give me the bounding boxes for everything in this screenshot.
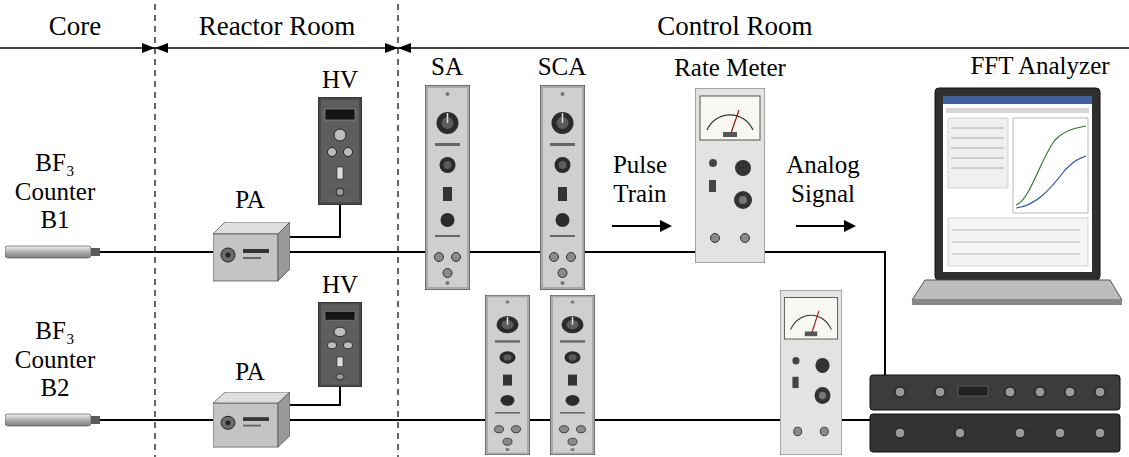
screen-toolbar	[946, 108, 1089, 113]
device-label: SCA	[538, 53, 587, 82]
detector-tube: BF₃ Counter B1	[5, 245, 100, 259]
screen-row	[952, 254, 1080, 255]
arrow-shaft	[612, 225, 662, 227]
arrow-head	[844, 220, 856, 232]
screen-row	[951, 158, 1004, 159]
hv-supply: HV	[318, 302, 362, 387]
bf3-tube	[5, 414, 100, 426]
signal-label: Pulse Train	[605, 151, 675, 209]
screen-row	[951, 128, 1004, 129]
arrow-shaft	[796, 225, 846, 227]
screen-row	[951, 148, 1004, 149]
laptop-screen	[943, 96, 1092, 272]
analyzer-bnc	[1035, 387, 1045, 397]
header-rule	[0, 47, 1129, 49]
amplifier-module	[425, 85, 470, 290]
header-arrowhead	[385, 43, 398, 53]
preamp-box	[213, 392, 290, 447]
device-label: FFT Analyzer	[970, 52, 1109, 81]
device-label: HV	[322, 66, 358, 95]
screen-row	[952, 230, 1080, 231]
hv-module	[318, 97, 362, 205]
sca-module	[550, 295, 595, 455]
fft-analyzer: FFT Analyzer	[870, 375, 1120, 452]
analyzer-frontend	[870, 375, 1120, 452]
bf3-tube	[5, 246, 100, 258]
laptop-edge	[912, 300, 1122, 305]
analyzer-bnc	[1005, 387, 1015, 397]
analyzer-unit	[870, 414, 1120, 452]
device-label: PA	[235, 186, 265, 215]
screen-plot	[1013, 118, 1088, 213]
room-divider	[154, 4, 155, 457]
signal-cable	[100, 251, 213, 253]
room-divider	[397, 4, 398, 457]
header-arrowhead	[398, 43, 411, 53]
analyzer-port	[958, 386, 988, 396]
spectrum-curve	[1016, 156, 1086, 208]
screen-row	[951, 168, 1004, 169]
screen-panel	[948, 218, 1088, 266]
laptop	[912, 88, 1122, 305]
device-label: PA	[235, 358, 265, 387]
spectrum-curve	[1016, 126, 1086, 205]
device-label: Rate Meter	[674, 54, 786, 83]
device-label: BF₃ Counter B2	[3, 317, 108, 403]
screen-row	[951, 138, 1004, 139]
room-heading: Reactor Room	[199, 11, 356, 42]
signal-cable	[470, 251, 540, 253]
hv-module	[318, 302, 362, 387]
signal-arrow	[796, 220, 856, 232]
amplifier-module	[485, 295, 530, 455]
single-channel-analyzer: SCA	[540, 85, 585, 290]
device-label: SA	[431, 53, 463, 82]
analyzer-bnc	[895, 387, 905, 397]
screen-row	[952, 242, 1080, 243]
analyzer-bnc	[1015, 428, 1025, 438]
screen-table	[948, 118, 1008, 188]
signal-cable	[290, 387, 340, 405]
shaping-amplifier: SA	[425, 85, 470, 290]
device-label: BF₃ Counter B1	[3, 149, 108, 235]
analyzer-bnc	[935, 387, 945, 397]
preamplifier: PA	[213, 392, 290, 448]
analyzer-bnc	[1095, 428, 1105, 438]
room-heading: Control Room	[657, 11, 812, 42]
signal-cable	[290, 251, 425, 253]
preamplifier: PA	[213, 222, 290, 282]
header-arrowhead	[142, 43, 155, 53]
hv-supply: HV	[318, 97, 362, 205]
analyzer-bnc	[1065, 387, 1075, 397]
signal-cable	[585, 251, 695, 253]
analyzer-bnc	[1055, 428, 1065, 438]
analyzer-bnc	[955, 428, 965, 438]
preamp-box	[213, 222, 290, 281]
signal-arrow	[612, 220, 672, 232]
signal-cable	[290, 205, 340, 237]
device-label: HV	[322, 271, 358, 300]
laptop-base	[912, 280, 1122, 300]
sca-module	[540, 85, 585, 290]
analyzer-unit	[870, 375, 1120, 410]
analyzer-bnc	[895, 428, 905, 438]
screen-titlebar	[943, 96, 1092, 104]
rate-meter-module	[780, 290, 842, 455]
signal-label: Analog Signal	[776, 151, 871, 209]
laptop-bezel	[935, 88, 1100, 280]
room-heading: Core	[49, 11, 101, 42]
header-arrowhead	[155, 43, 168, 53]
signal-cable	[100, 419, 213, 421]
arrow-head	[660, 220, 672, 232]
room-header	[0, 4, 1129, 457]
analyzer-bnc	[1095, 387, 1105, 397]
detector-tube: BF₃ Counter B2	[5, 413, 100, 427]
rate-meter: Rate Meter	[695, 88, 765, 263]
rate-meter-module	[695, 88, 765, 263]
